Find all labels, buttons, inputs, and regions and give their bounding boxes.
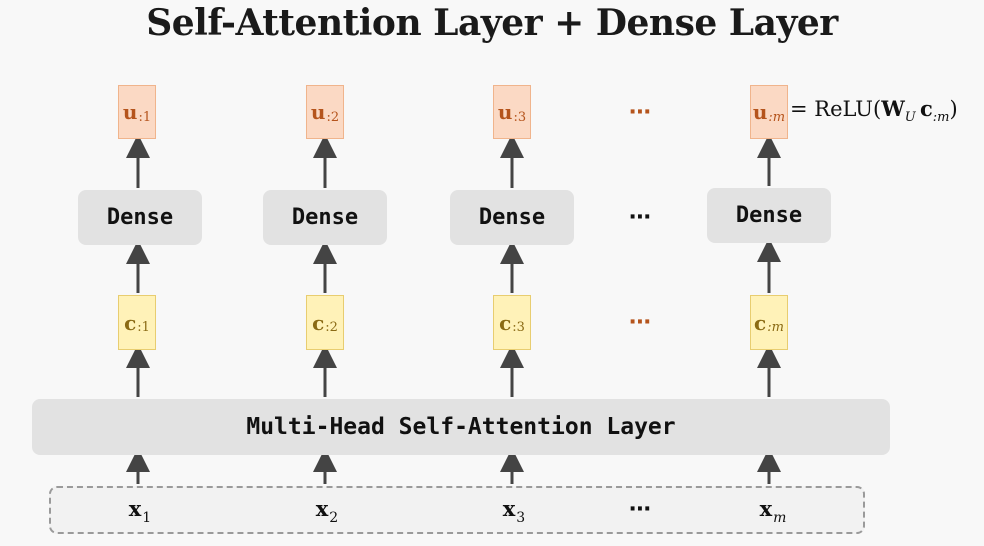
formula-W-sub-text: U <box>904 110 916 125</box>
ellipsis-c-row: ⋯ <box>629 310 653 335</box>
formula-c-sub: :m <box>933 110 950 125</box>
x-subscript-text: m <box>773 510 787 526</box>
x-label: x <box>128 496 142 521</box>
u-subscript-text: :m <box>768 109 786 125</box>
u-box-m: u:m <box>750 85 788 139</box>
u-subscript: :2 <box>326 109 340 125</box>
x-subscript: 2 <box>329 510 339 526</box>
u-subscript: :m <box>768 110 785 125</box>
u-subscript: :3 <box>513 109 527 125</box>
relu-formula: = ReLU(WU c:m) <box>790 96 958 125</box>
formula-eq: = ReLU( <box>790 97 882 121</box>
c-label: c <box>499 310 512 335</box>
input-sequence-box <box>49 486 865 534</box>
u-subscript: :1 <box>138 109 152 125</box>
c-label: c <box>312 310 325 335</box>
u-box-3: u:3 <box>493 85 531 139</box>
u-label: u <box>497 100 513 124</box>
input-xm: xm <box>748 496 798 526</box>
ellipsis-dense-row: ⋯ <box>629 205 653 230</box>
u-label: u <box>310 100 326 124</box>
dense-box-m: Dense <box>707 188 831 243</box>
dense-box-3: Dense <box>450 190 574 245</box>
x-label: x <box>759 496 773 521</box>
u-label: u <box>752 100 768 124</box>
x-subscript: 3 <box>516 510 526 526</box>
c-subscript: :2 <box>325 320 338 335</box>
formula-c-sub-text: :m <box>932 110 950 125</box>
x-subscript: 1 <box>142 510 152 526</box>
formula-W: W <box>881 96 905 121</box>
c-subscript-text: :m <box>767 320 784 335</box>
formula-close: ) <box>949 97 958 121</box>
ellipsis-u-row: ⋯ <box>629 100 653 125</box>
c-subscript: :m <box>767 320 784 335</box>
u-label: u <box>122 100 138 124</box>
c-box-3: c:3 <box>493 295 531 350</box>
dense-box-1: Dense <box>78 190 202 245</box>
c-label: c <box>754 310 767 335</box>
c-box-1: c:1 <box>118 295 156 350</box>
x-subscript: m <box>773 510 786 526</box>
input-x1: x1 <box>115 496 165 526</box>
u-box-2: u:2 <box>306 85 344 139</box>
x-label: x <box>315 496 329 521</box>
dense-box-2: Dense <box>263 190 387 245</box>
c-subscript: :1 <box>137 320 150 335</box>
multi-head-attention-layer: Multi-Head Self-Attention Layer <box>32 399 890 455</box>
diagram-title: Self-Attention Layer + Dense Layer <box>146 2 838 44</box>
c-box-2: c:2 <box>306 295 344 350</box>
formula-c: c <box>919 96 933 121</box>
c-label: c <box>124 310 137 335</box>
input-x3: x3 <box>489 496 539 526</box>
c-subscript: :3 <box>512 320 525 335</box>
formula-W-sub: U <box>905 110 916 125</box>
input-x2: x2 <box>302 496 352 526</box>
ellipsis-x-row: ⋯ <box>629 497 653 522</box>
x-label: x <box>502 496 516 521</box>
c-box-m: c:m <box>750 295 788 350</box>
u-box-1: u:1 <box>118 85 156 139</box>
